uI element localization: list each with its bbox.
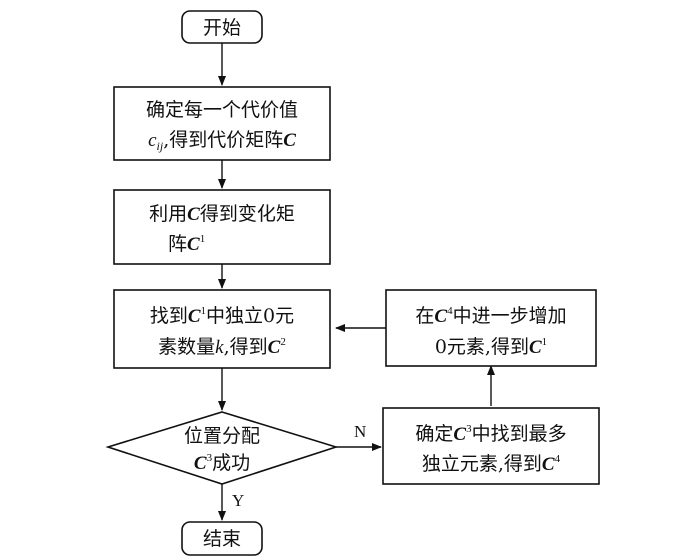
step3-line2: 素数量k,得到C2 (158, 336, 286, 358)
step3-l2-var: k (215, 337, 224, 358)
step3-line1: 找到C1中独立0元 (150, 305, 294, 327)
decision-text: 成功 (212, 452, 250, 474)
step4-text2: 中找到最多 (472, 423, 567, 445)
node-step1: 确定每一个代价值 cij,得到代价矩阵C (113, 86, 331, 161)
edge-label-yes: Y (232, 491, 244, 510)
step1-line1: 确定每一个代价值 (146, 99, 298, 121)
step4-l2-mat: C (542, 454, 555, 475)
step5-box (385, 289, 597, 367)
step3-sup: 1 (201, 305, 207, 317)
end-terminal (181, 521, 263, 556)
step2-line2: 阵C1 (168, 233, 205, 255)
step1-mat: C (283, 130, 296, 151)
decision-sup: 3 (207, 452, 213, 464)
step3-box (113, 289, 331, 369)
node-decision: 位置分配 C3成功 (105, 411, 339, 485)
step3-l2-text2: ,得到 (224, 336, 268, 358)
node-step4: 确定C3中找到最多 独立元素,得到C4 (382, 407, 600, 485)
step4-l2-text: 独立元素,得到 (422, 453, 542, 475)
step5-text: 在 (415, 305, 434, 327)
step5-l2-sup: 1 (542, 336, 548, 348)
step2-mat: C (187, 204, 200, 225)
step4-l2-sup: 4 (555, 453, 561, 465)
step4-line2: 独立元素,得到C4 (422, 453, 561, 475)
decision-line1: 位置分配 (184, 425, 260, 447)
node-end: 结束 (181, 521, 263, 556)
step3-text2: 中独立0元 (206, 305, 294, 327)
step3-mat: C (188, 306, 201, 327)
step5-sup: 4 (447, 305, 453, 317)
step5-l2-mat: C (529, 337, 542, 358)
node-step5: 在C4中进一步增加 0元素,得到C1 (385, 289, 597, 367)
step2-box (113, 189, 331, 265)
decision-line2: C3成功 (194, 452, 250, 474)
node-step3: 找到C1中独立0元 素数量k,得到C2 (113, 289, 331, 369)
start-terminal (181, 10, 263, 44)
step2-text2: 得到变化矩 (200, 203, 295, 225)
step2-l2-text: 阵 (168, 233, 187, 255)
step3-text: 找到 (150, 305, 188, 327)
step2-l2-sup: 1 (200, 233, 206, 245)
decision-diamond (105, 411, 339, 485)
step1-sub: ij (157, 139, 164, 153)
decision-mat: C (194, 453, 207, 474)
step5-line1: 在C4中进一步增加 (415, 305, 566, 327)
step5-line2: 0元素,得到C1 (435, 336, 547, 358)
node-start: 开始 (181, 10, 263, 44)
step1-box (113, 86, 331, 161)
step5-l2-text: 0元素,得到 (435, 336, 529, 358)
step2-line1: 利用C得到变化矩 (149, 203, 295, 225)
end-label: 结束 (203, 528, 241, 550)
step5-text2: 中进一步增加 (453, 305, 567, 327)
step4-mat: C (453, 424, 466, 445)
step5-mat: C (434, 306, 447, 327)
start-label: 开始 (203, 17, 241, 39)
step3-l2-sup: 2 (280, 336, 286, 348)
step3-l2-mat: C (268, 337, 281, 358)
step4-box (382, 407, 600, 485)
step2-text: 利用 (149, 203, 187, 225)
step2-l2-mat: C (187, 234, 200, 255)
node-step2: 利用C得到变化矩 阵C1 (113, 189, 331, 265)
step4-text: 确定 (415, 423, 453, 445)
step1-line2: cij,得到代价矩阵C (148, 129, 296, 153)
edge-label-no: N (354, 422, 366, 441)
step4-line1: 确定C3中找到最多 (415, 423, 566, 445)
step4-sup: 3 (466, 423, 472, 435)
step3-l2-text: 素数量 (158, 336, 215, 358)
step1-var: c (148, 130, 157, 151)
step1-text: ,得到代价矩阵 (163, 129, 283, 151)
